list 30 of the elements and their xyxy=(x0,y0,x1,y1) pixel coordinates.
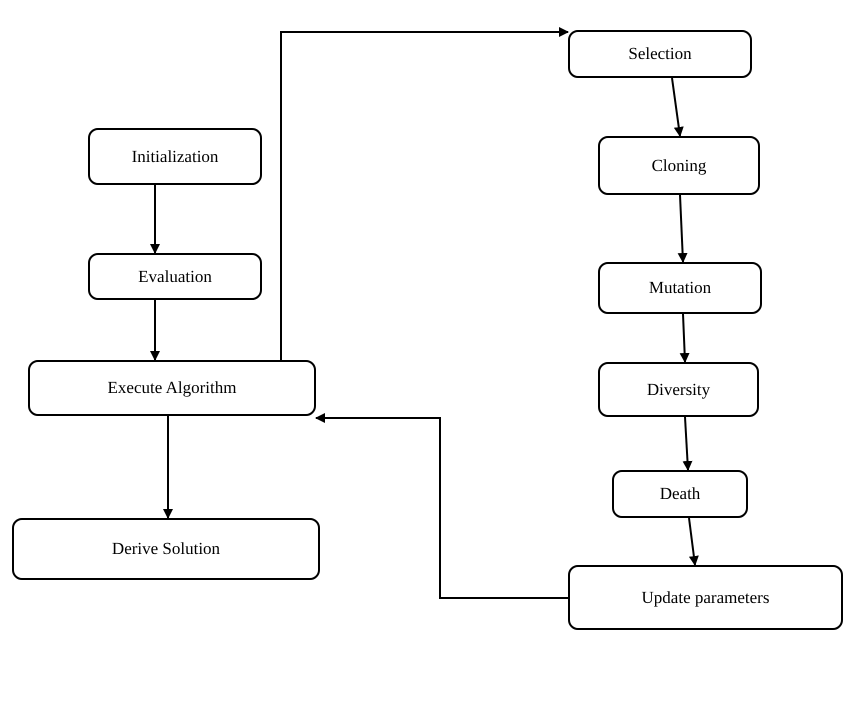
box-label: Derive Solution xyxy=(112,539,220,559)
box-label: Selection xyxy=(628,44,692,64)
arrow xyxy=(688,518,699,566)
process-box xyxy=(612,470,748,518)
arrow xyxy=(150,185,160,254)
arrow xyxy=(280,27,569,360)
process-box xyxy=(12,518,320,580)
process-box xyxy=(28,360,316,416)
arrow xyxy=(163,416,173,519)
box-label: Diversity xyxy=(646,380,710,400)
arrow xyxy=(671,78,684,137)
process-box xyxy=(598,262,762,314)
process-box xyxy=(88,128,262,185)
process-box xyxy=(598,362,759,417)
arrow xyxy=(680,314,690,363)
box-label: Initialization xyxy=(132,146,218,166)
box-label: Execute Algorithm xyxy=(108,378,236,398)
process-box xyxy=(568,565,843,630)
arrow xyxy=(678,194,688,263)
process-box xyxy=(88,253,262,300)
arrow xyxy=(150,300,160,361)
box-label: Cloning xyxy=(652,156,706,176)
process-box xyxy=(598,136,760,195)
box-label: Mutation xyxy=(648,278,712,298)
arrow xyxy=(315,413,568,599)
box-label: Death xyxy=(660,484,700,504)
arrow xyxy=(682,416,692,471)
box-label: Evaluation xyxy=(138,266,212,286)
box-label: Update parameters xyxy=(642,588,770,608)
process-box xyxy=(568,30,752,78)
